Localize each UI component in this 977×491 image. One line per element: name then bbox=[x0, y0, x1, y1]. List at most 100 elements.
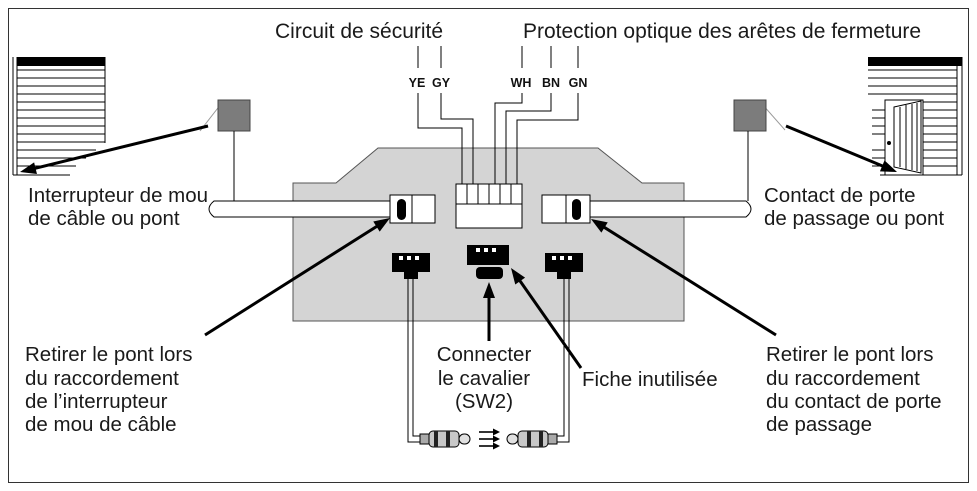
arrow-to-pass-door-head bbox=[879, 160, 897, 172]
plug-sleeve bbox=[547, 433, 558, 445]
plug-tip bbox=[458, 433, 471, 445]
left-plug-cable bbox=[407, 279, 420, 443]
optical-edge-protection-title: Protection optique des arêtes de fermetu… bbox=[523, 20, 921, 43]
wire-ye bbox=[417, 93, 463, 196]
sw2-jumper bbox=[476, 267, 503, 279]
wire-label-gy: GY bbox=[432, 76, 451, 90]
plug-insert-arrow-head bbox=[493, 428, 500, 436]
unused-plug-label: Fiche inutilisée bbox=[582, 368, 718, 391]
slack-switch-label: Interrupteur de mou de câble ou pont bbox=[28, 184, 208, 230]
wire-label-ye: YE bbox=[409, 76, 426, 90]
socket-pin bbox=[476, 248, 480, 252]
remove-bridge-right-label: Retirer le pont lors du raccordement du … bbox=[766, 343, 942, 436]
slack-switch-box bbox=[217, 99, 251, 132]
socket-pin bbox=[415, 256, 419, 260]
jumper-label-line: (SW2) bbox=[455, 390, 513, 413]
plug-tip bbox=[506, 433, 519, 445]
wire-label-bn: BN bbox=[542, 76, 560, 90]
pointer-arrows bbox=[20, 124, 897, 450]
bridge-pin bbox=[397, 199, 406, 220]
socket-body bbox=[545, 253, 583, 272]
socket-stem bbox=[404, 272, 418, 279]
pass-door-panel bbox=[893, 100, 922, 174]
remove-bridge-left-label: Retirer le pont lors du raccordement de … bbox=[25, 343, 192, 436]
wire-bn bbox=[505, 93, 552, 196]
jumper-label: Connecter le cavalier (SW2) bbox=[437, 343, 532, 413]
left-plug-socket bbox=[392, 253, 430, 279]
plug-stripe bbox=[446, 431, 450, 447]
plug-insert-arrow-head bbox=[493, 442, 500, 450]
right-plug-cable bbox=[557, 279, 570, 443]
pass-door-contact-box bbox=[733, 99, 767, 132]
arrow-to-rolling-door-head bbox=[20, 162, 37, 175]
socket-pin bbox=[407, 256, 411, 260]
socket-pin bbox=[552, 256, 556, 260]
sw2-socket bbox=[467, 245, 509, 279]
right-switch-connector bbox=[541, 194, 591, 224]
pass-door-icon bbox=[868, 57, 963, 176]
arrow-to-sw2-jumper-head bbox=[483, 282, 495, 298]
plug-stripe bbox=[527, 431, 531, 447]
plug-body bbox=[428, 430, 460, 448]
arrow-to-right-bridge bbox=[602, 225, 777, 337]
remove-bridge-right-line: de passage bbox=[766, 413, 872, 436]
bridge-pin bbox=[572, 199, 581, 220]
arrow-to-rolling-door bbox=[33, 124, 209, 171]
remove-bridge-right-line: Retirer le pont lors bbox=[766, 343, 933, 366]
pass-door-handle bbox=[887, 141, 891, 145]
right-plug-cable bbox=[557, 279, 565, 437]
remove-bridge-left-line: Retirer le pont lors bbox=[25, 343, 192, 366]
arrow-to-right-bridge-head bbox=[591, 219, 608, 233]
terminal-block bbox=[455, 183, 523, 229]
remove-bridge-left-line: de l’interrupteur bbox=[25, 390, 168, 413]
socket-pin bbox=[484, 248, 488, 252]
safety-circuit-title: Circuit de sécurité bbox=[275, 20, 443, 43]
wire-gn bbox=[516, 93, 579, 196]
wire-wh bbox=[494, 93, 523, 196]
wire-label-gn: GN bbox=[569, 76, 588, 90]
right-plug-socket bbox=[545, 253, 583, 279]
arrow-to-left-bridge-head bbox=[373, 218, 390, 232]
door-header bbox=[868, 57, 962, 66]
terminal-slot bbox=[510, 183, 523, 205]
pass-door-contact-label: Contact de porte de passage ou pont bbox=[764, 184, 944, 230]
left-cable-plug bbox=[419, 430, 471, 448]
wires bbox=[417, 93, 579, 196]
socket-pin bbox=[568, 256, 572, 260]
left-plug-cable bbox=[412, 279, 420, 437]
right-cable-plug bbox=[506, 430, 558, 448]
door-header bbox=[17, 57, 105, 66]
jumper-label-line: le cavalier bbox=[438, 367, 530, 390]
pass-door-contact-label-line: Contact de porte bbox=[764, 184, 916, 207]
wire-gy bbox=[440, 93, 474, 196]
plug-stripe bbox=[434, 431, 438, 447]
arrow-to-unused-plug-head bbox=[511, 268, 526, 285]
control-board bbox=[292, 147, 685, 322]
plug-insert-arrow-head bbox=[493, 435, 500, 443]
socket-pin bbox=[560, 256, 564, 260]
left-switch-connector bbox=[389, 194, 436, 224]
wire-ticks bbox=[417, 46, 579, 68]
socket-pin bbox=[399, 256, 403, 260]
pass-door-contact-label-line: de passage ou pont bbox=[764, 207, 944, 230]
plug-stripe bbox=[539, 431, 543, 447]
slack-switch-label-line: Interrupteur de mou bbox=[28, 184, 208, 207]
plug-body bbox=[517, 430, 549, 448]
remove-bridge-left-line: du raccordement bbox=[25, 367, 179, 390]
socket-body bbox=[392, 253, 430, 272]
frame-border bbox=[8, 8, 969, 483]
plug-sleeve bbox=[419, 433, 430, 445]
socket-pin bbox=[492, 248, 496, 252]
arrow-to-unused-plug bbox=[517, 278, 583, 369]
arrow-to-pass-door bbox=[785, 124, 885, 169]
socket-stem bbox=[557, 272, 571, 279]
left-cable-tube bbox=[208, 200, 390, 218]
remove-bridge-right-line: du raccordement bbox=[766, 367, 920, 390]
right-cable-tube bbox=[590, 200, 752, 218]
remove-bridge-left-line: de mou de câble bbox=[25, 413, 177, 436]
slack-switch-label-line: de câble ou pont bbox=[28, 207, 180, 230]
remove-bridge-right-line: du contact de porte bbox=[766, 390, 942, 413]
arrow-to-left-bridge bbox=[204, 224, 379, 337]
wire-label-wh: WH bbox=[511, 76, 532, 90]
